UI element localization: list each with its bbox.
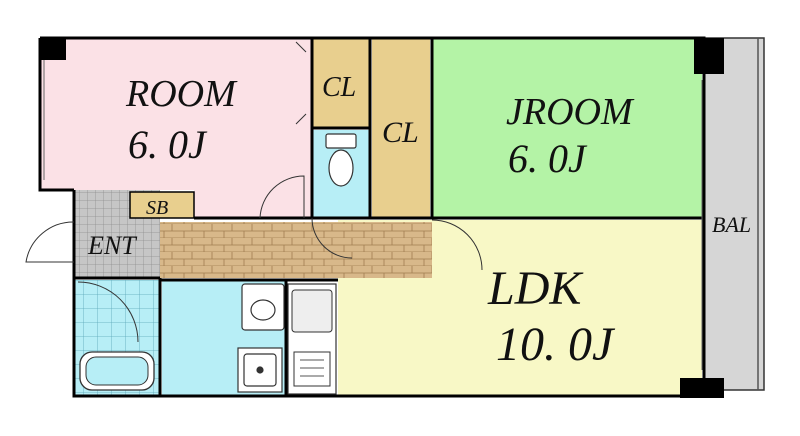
jroom-area (432, 38, 702, 218)
door-swings (25, 41, 483, 343)
closet-1-area (312, 38, 370, 128)
storage-box-area (129, 191, 195, 219)
kitchen-counter (287, 283, 337, 395)
toilet-fixture (325, 133, 357, 187)
ldk-name-label: LDK (487, 262, 584, 315)
room-name-label: ROOM (125, 73, 238, 115)
room-size-label: 6. 0J (128, 122, 208, 167)
washer-space (237, 347, 283, 393)
balcony-label: BAL (712, 212, 751, 237)
washbasin-fixture (241, 283, 285, 331)
closet-2-area (372, 38, 430, 218)
jroom-size-label: 6. 0J (508, 136, 588, 181)
windows (43, 60, 703, 370)
bathtub-fixture (79, 351, 155, 391)
balcony (703, 37, 765, 391)
entrance-label: ENT (87, 231, 137, 260)
closet-1-label: CL (322, 72, 356, 103)
hallway-area (160, 222, 432, 278)
jroom-name-label: JROOM (506, 91, 635, 133)
storage-box-label: SB (146, 197, 168, 219)
ldk-size-label: 10. 0J (496, 318, 616, 371)
wall-columns (40, 38, 724, 398)
closet-2-label: CL (382, 116, 419, 149)
